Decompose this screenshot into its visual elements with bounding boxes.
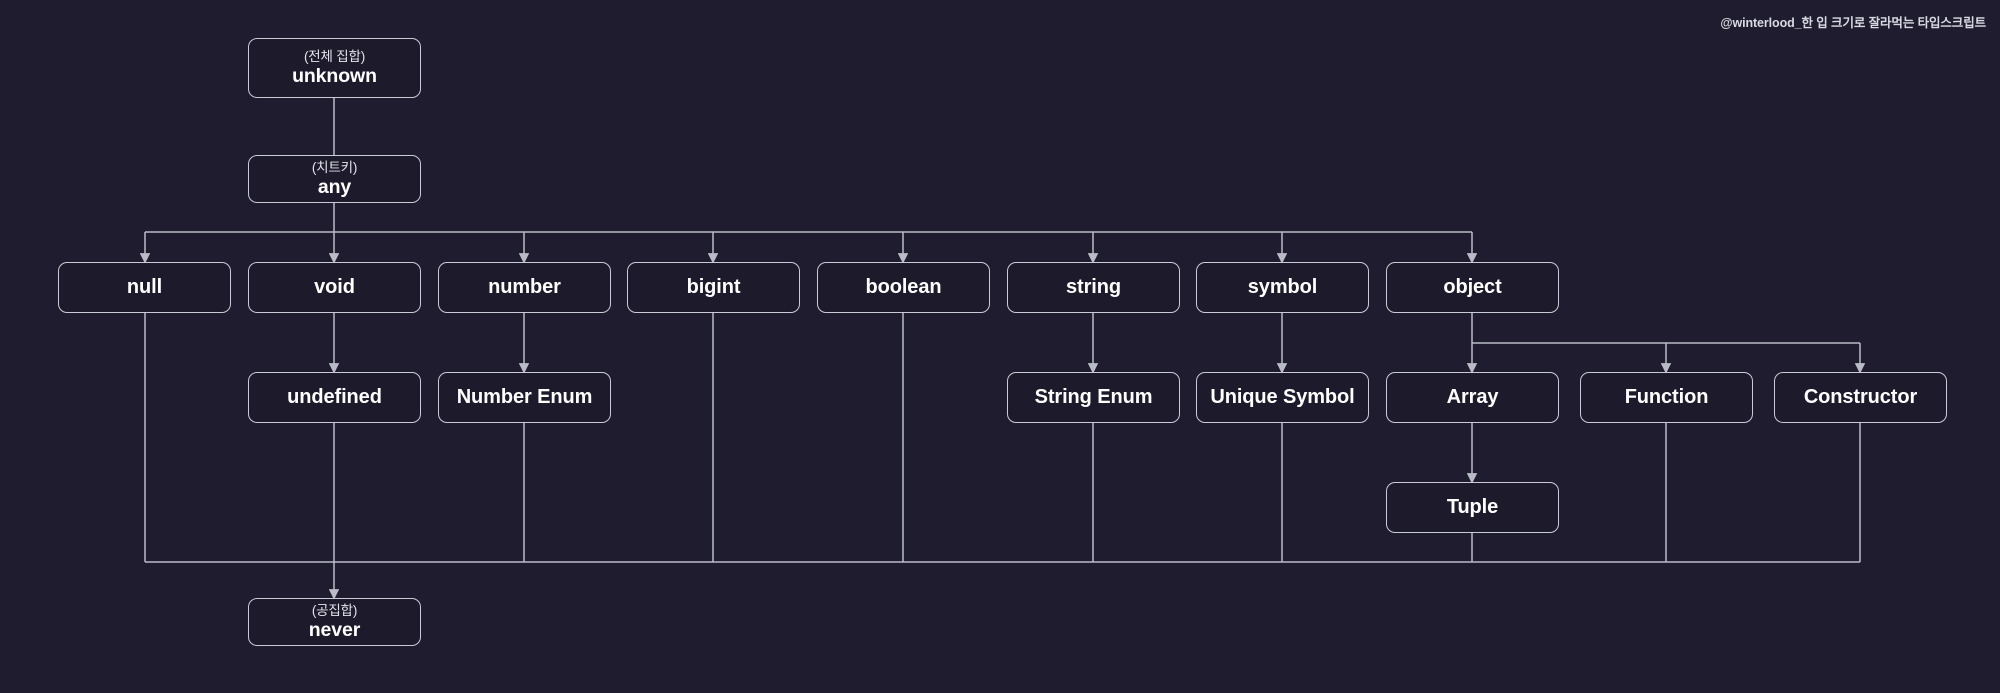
node-void[interactable]: void [248,262,421,313]
node-any-subtitle: (치트키) [311,159,358,175]
node-unique-symbol[interactable]: Unique Symbol [1196,372,1369,423]
node-never[interactable]: (공집합) never [248,598,421,646]
node-tuple[interactable]: Tuple [1386,482,1559,533]
node-any[interactable]: (치트키) any [248,155,421,203]
node-string-label: string [1066,276,1121,298]
node-number-enum-label: Number Enum [456,386,593,408]
node-string[interactable]: string [1007,262,1180,313]
node-string-enum-label: String Enum [1034,386,1153,408]
node-object[interactable]: object [1386,262,1559,313]
node-unknown-subtitle: (전체 집합) [303,48,366,64]
node-function-label: Function [1624,386,1709,408]
node-constructor-label: Constructor [1803,386,1918,408]
node-object-label: object [1443,276,1502,298]
node-never-label: never [308,619,361,642]
node-tuple-label: Tuple [1446,496,1499,518]
node-bigint-label: bigint [686,276,741,298]
node-unique-symbol-label: Unique Symbol [1210,386,1355,408]
node-bigint[interactable]: bigint [627,262,800,313]
node-number-enum[interactable]: Number Enum [438,372,611,423]
node-undefined-label: undefined [287,386,382,408]
node-number[interactable]: number [438,262,611,313]
node-unknown-label: unknown [292,65,377,88]
node-symbol[interactable]: symbol [1196,262,1369,313]
node-undefined[interactable]: undefined [248,372,421,423]
node-symbol-label: symbol [1247,276,1318,298]
node-void-label: void [314,276,355,298]
node-boolean-label: boolean [865,276,942,298]
node-unknown[interactable]: (전체 집합) unknown [248,38,421,98]
node-never-subtitle: (공집합) [311,602,358,618]
node-function[interactable]: Function [1580,372,1753,423]
node-any-label: any [317,176,352,199]
node-number-label: number [488,276,561,298]
node-string-enum[interactable]: String Enum [1007,372,1180,423]
node-null[interactable]: null [58,262,231,313]
node-array-label: Array [1446,386,1499,408]
watermark-credit: @winterlood_한 입 크기로 잘라먹는 타입스크립트 [1720,16,1986,30]
node-boolean[interactable]: boolean [817,262,990,313]
node-null-label: null [126,276,163,298]
node-constructor[interactable]: Constructor [1774,372,1947,423]
node-array[interactable]: Array [1386,372,1559,423]
